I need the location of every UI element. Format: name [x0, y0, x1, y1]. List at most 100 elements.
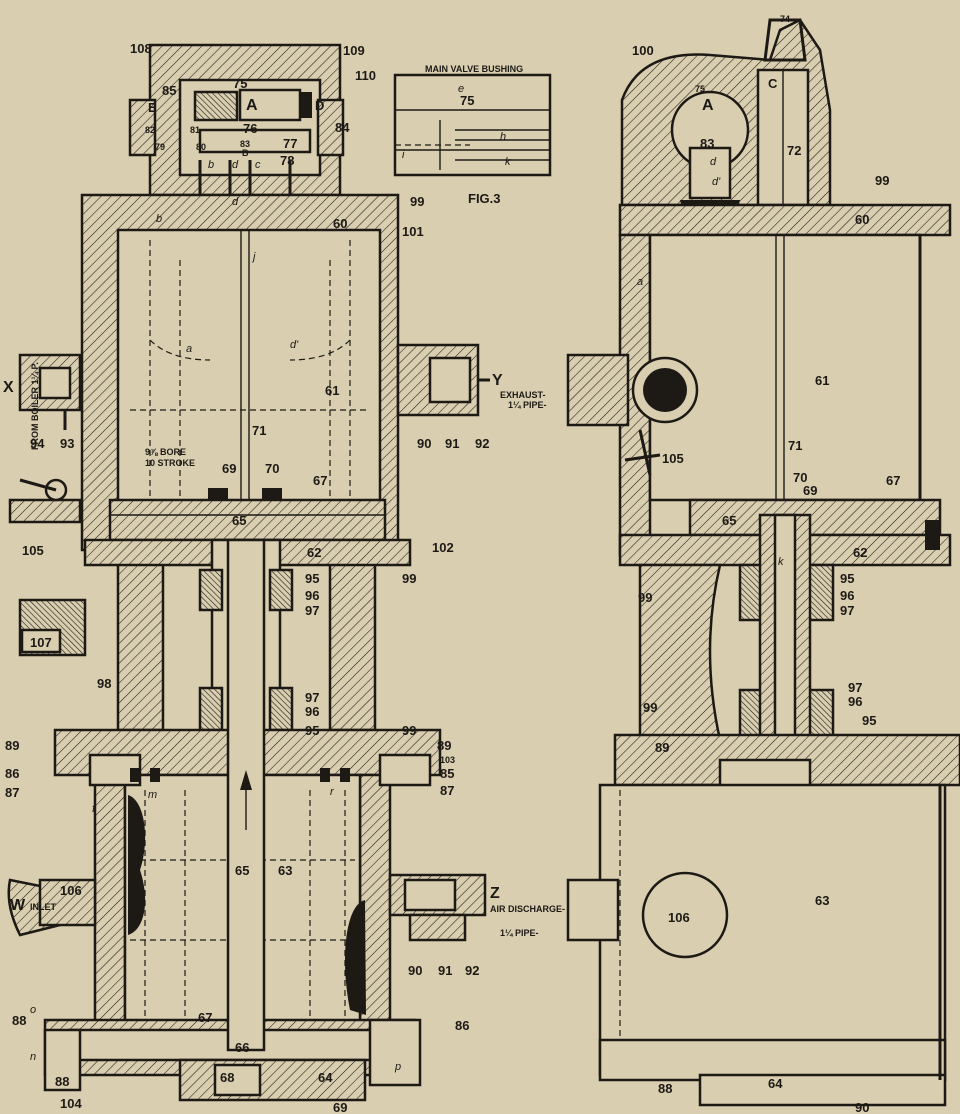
steam-cylinder [80, 193, 400, 552]
label-91: 91 [445, 436, 459, 451]
steam-inlet-fitting [18, 353, 82, 430]
label-82: 82 [145, 125, 155, 135]
label-80: 80 [196, 142, 206, 152]
label-83: 83 [240, 139, 250, 149]
right-label-70: 70 [793, 470, 807, 485]
label-98: 98 [97, 676, 111, 691]
label-88: 88 [12, 1013, 26, 1028]
label-107: 107 [30, 635, 52, 650]
right-labels: 100 74 75 A 83 C 72 99 60 61 71 105 70 6… [632, 14, 900, 1114]
label-bore: 9⅞ BORE [145, 447, 186, 457]
label-69-bottom: 69 [333, 1100, 347, 1114]
right-label-106: 106 [668, 910, 690, 925]
right-letter-d: d [710, 156, 717, 168]
right-label-95-top: 95 [840, 571, 854, 586]
label-93: 93 [60, 436, 74, 451]
label-76: 76 [243, 121, 257, 136]
right-label-90: 90 [855, 1100, 869, 1114]
right-label-62: 62 [853, 545, 867, 560]
letter-c: c [255, 159, 261, 171]
label-68: 68 [220, 1070, 234, 1085]
air-inlet [7, 878, 97, 937]
right-label-96-top: 96 [840, 588, 854, 603]
right-label-88: 88 [658, 1081, 672, 1096]
label-exhaust-pipe: 1¼ PIPE- [508, 400, 547, 410]
right-air-cylinder [566, 783, 947, 1107]
right-label-97-low: 97 [848, 680, 862, 695]
left-section-view [7, 43, 490, 1102]
label-64: 64 [318, 1070, 333, 1085]
right-label-100: 100 [632, 43, 654, 58]
label-97-low: 97 [305, 690, 319, 705]
valve-chest [128, 43, 345, 224]
letter-f: f [92, 803, 96, 815]
label-96-low: 96 [305, 704, 319, 719]
label-87-right: 87 [440, 783, 454, 798]
label-105: 105 [22, 543, 44, 558]
label-67: 67 [313, 473, 327, 488]
label-Y: Y [492, 372, 503, 389]
right-letter-d-prime: d' [712, 176, 721, 188]
letter-r: r [330, 786, 335, 798]
label-81: 81 [190, 125, 200, 135]
label-89: 89 [5, 738, 19, 753]
right-label-95-low: 95 [862, 713, 876, 728]
right-steam-inlet [566, 353, 699, 476]
label-inlet: INLET [30, 902, 57, 912]
label-87: 87 [5, 785, 19, 800]
label-A: A [246, 97, 258, 114]
letter-o: o [30, 1004, 36, 1016]
label-104: 104 [60, 1096, 82, 1111]
label-99-mid: 99 [402, 571, 416, 586]
label-85-air: 85 [440, 766, 454, 781]
right-label-67: 67 [886, 473, 900, 488]
right-label-65: 65 [722, 513, 736, 528]
letter-m: m [148, 789, 157, 801]
label-108: 108 [130, 41, 152, 56]
label-88-bottom: 88 [55, 1074, 69, 1089]
passage-letters: b d c d j a d' b f m r o p n [30, 159, 401, 1073]
right-label-97-top: 97 [840, 603, 854, 618]
label-94: 94 [30, 436, 45, 451]
label-99-top: 99 [410, 194, 424, 209]
right-letter-a: a [637, 276, 643, 288]
right-label-96-low: 96 [848, 694, 862, 709]
label-71: 71 [252, 423, 266, 438]
label-96-top: 96 [305, 588, 319, 603]
letter-p: p [394, 1061, 401, 1073]
label-Z: Z [490, 885, 500, 902]
label-67-air: 67 [198, 1010, 212, 1025]
label-85: 85 [162, 83, 176, 98]
exhaust-fitting [396, 343, 490, 417]
fig3-caption: FIG.3 [468, 191, 501, 206]
right-label-69: 69 [803, 483, 817, 498]
label-89-right: 89 [437, 738, 451, 753]
label-77: 77 [283, 136, 297, 151]
label-69: 69 [222, 461, 236, 476]
right-label-75: 75 [695, 84, 705, 94]
label-95-low: 95 [305, 723, 319, 738]
label-109: 109 [343, 43, 365, 58]
piston-rod [226, 538, 266, 1052]
right-label-A: A [702, 97, 714, 114]
fig3-letter-e: e [458, 83, 464, 95]
label-79: 79 [155, 142, 165, 152]
label-101: 101 [402, 224, 424, 239]
right-label-64: 64 [768, 1076, 783, 1091]
right-label-71: 71 [788, 438, 802, 453]
fig3-letter-i: i [402, 149, 405, 161]
label-86: 86 [5, 766, 19, 781]
drain-cock [8, 478, 82, 524]
right-letter-k: k [778, 556, 784, 568]
fig3-title: MAIN VALVE BUSHING [425, 64, 523, 74]
right-center-frame [613, 513, 960, 797]
label-84: 84 [335, 120, 350, 135]
label-86-right: 86 [455, 1018, 469, 1033]
right-label-99-mid: 99 [643, 700, 657, 715]
left-labels: 108 109 110 85 75 A D E 84 82 81 76 79 8… [3, 41, 565, 1114]
right-label-61: 61 [815, 373, 829, 388]
label-D: D [315, 98, 324, 113]
right-label-89: 89 [655, 740, 669, 755]
label-99-air: 99 [402, 723, 416, 738]
label-106: 106 [60, 883, 82, 898]
